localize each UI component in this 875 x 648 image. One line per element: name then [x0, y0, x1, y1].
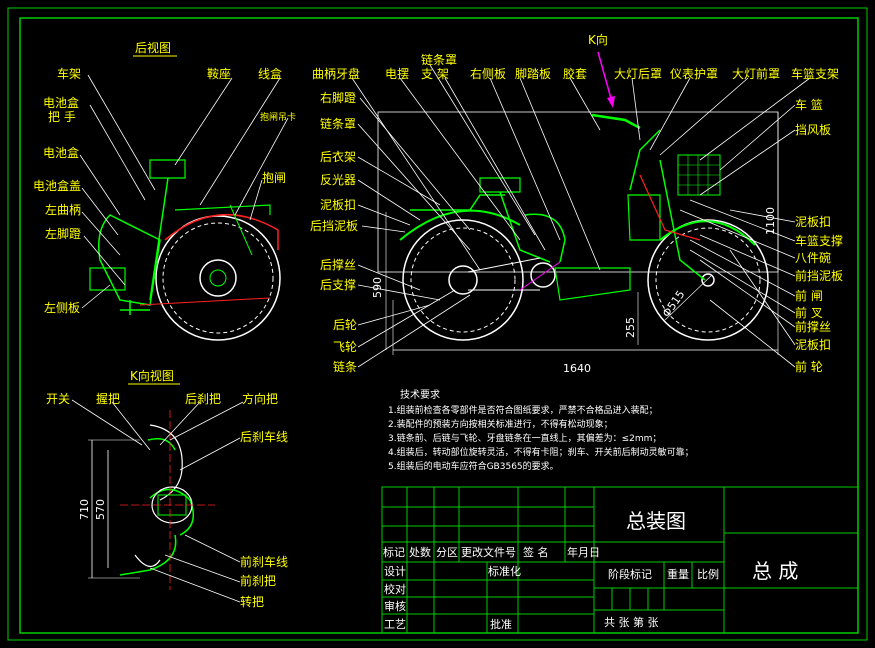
label-right-panel: 右侧板 — [470, 66, 506, 81]
note-line-2: 2.装配件的预装方向按相关标准进行，不得有松动现象； — [388, 418, 613, 430]
label-hug-brake: 抱闸 — [262, 170, 286, 185]
label-front-brake-lever: 前刹把 — [240, 573, 276, 588]
label-left-panel: 左侧板 — [44, 300, 80, 315]
label-rear-fender: 后挡泥板 — [310, 219, 358, 233]
note-line-3: 3.链条前、后链与飞轮、牙盘链条在一直线上，其偏差为：≤2mm； — [388, 432, 661, 444]
label-rear-wheel: 后轮 — [333, 318, 357, 332]
label-handlebar: 方向把 — [242, 391, 278, 406]
label-battery-box-2: 电池盒 — [43, 145, 79, 160]
rear-view: 后视图 车架 电池盒 把 手 — [33, 40, 296, 341]
label-front-wheel: 前 轮 — [795, 359, 823, 374]
label-left-crank: 左曲柄 — [45, 202, 81, 217]
dim-phi515: Φ515 — [660, 288, 688, 320]
dim-570: 570 — [94, 499, 107, 520]
label-frame: 车架 — [57, 66, 81, 81]
label-saddle: 鞍座 — [207, 66, 231, 81]
row-check: 校对 — [384, 582, 406, 596]
label-rubber-sleeve: 胶套 — [563, 66, 587, 81]
label-windshield: 挡风板 — [795, 123, 831, 137]
label-flywheel: 飞轮 — [333, 340, 357, 354]
drawing-name: 总装图 — [626, 509, 686, 533]
label-rear-support: 后支撑 — [320, 277, 356, 292]
label-rear-stay-wire: 后撑丝 — [320, 257, 356, 272]
label-fender-clip-right-1: 泥板扣 — [795, 215, 831, 229]
label-chain-cover-top: 链条罩 — [421, 52, 457, 67]
label-front-brake: 前 闸 — [795, 288, 823, 303]
dim-1640: 1640 — [563, 362, 591, 375]
stage-mark: 阶段标记 — [608, 567, 652, 581]
label-rear-rack: 后衣架 — [320, 149, 356, 164]
label-left-pedal: 左脚蹬 — [45, 226, 81, 241]
label-stand: 支 架 — [421, 67, 449, 81]
label-front-fork: 前 叉 — [795, 305, 823, 320]
side-view: K向 1640 590 — [310, 32, 843, 375]
label-battery-box-1: 电池盒 — [43, 95, 79, 110]
part-name: 总 成 — [752, 559, 798, 583]
label-rear-brake-lever: 后刹把 — [185, 392, 221, 406]
rear-view-title: 后视图 — [135, 40, 171, 55]
row-design: 设计 — [384, 565, 406, 578]
rear-wheel — [155, 215, 281, 341]
dim-590: 590 — [371, 277, 384, 298]
label-fender-clip-right-2: 泥板扣 — [795, 338, 831, 352]
label-fender-clip-left: 泥板扣 — [320, 198, 356, 212]
label-right-pedal: 右脚蹬 — [320, 90, 356, 105]
label-handle: 把 手 — [48, 110, 76, 124]
label-crank-chainwheel: 曲柄牙盘 — [312, 66, 360, 81]
label-basket-support: 车篮支撑 — [795, 233, 843, 248]
hdr-mark: 标记 — [383, 545, 405, 559]
label-battery-cover: 电池盒盖 — [33, 178, 81, 193]
dim-255: 255 — [624, 317, 637, 338]
scale: 比例 — [697, 567, 719, 581]
dim-710: 710 — [78, 499, 91, 520]
label-brake-clip: 抱闸吊卡 — [260, 111, 296, 123]
hdr-change-doc: 更改文件号 — [461, 545, 516, 559]
label-front-fender: 前挡泥板 — [795, 268, 843, 283]
k-view: K向视图 710 570 开关 握把 后刹把 方向把 后刹车线 — [46, 368, 288, 609]
notes-title: 技术要求 — [400, 388, 440, 401]
row-process: 工艺 — [384, 618, 406, 631]
side-front-wheel — [647, 219, 769, 341]
label-wire-box: 线盒 — [258, 66, 282, 81]
label-footboard: 脚踏板 — [515, 66, 551, 81]
label-chain-cover: 链条罩 — [320, 116, 356, 131]
title-block — [381, 486, 859, 634]
row-approve: 批准 — [490, 617, 512, 631]
hdr-signature: 签 名 — [523, 545, 549, 559]
row-review: 审核 — [384, 599, 406, 613]
k-view-title: K向视图 — [130, 368, 174, 383]
label-throttle: 转把 — [240, 594, 264, 609]
label-reflector: 反光器 — [320, 173, 356, 187]
note-line-1: 1.组装前检查各零部件是否符合图纸要求，严禁不合格品进入装配； — [388, 404, 658, 416]
label-grip: 握把 — [96, 391, 120, 406]
label-front-stay-wire: 前撑丝 — [795, 319, 831, 334]
label-motor: 电摆 — [385, 67, 409, 81]
hdr-date: 年月日 — [567, 545, 600, 559]
k-arrow-label: K向 — [588, 32, 608, 47]
sheets: 共 张 第 张 — [604, 615, 659, 629]
row-standardization: 标准化 — [488, 564, 521, 578]
label-rear-brake-cable: 后刹车线 — [240, 429, 288, 444]
label-meter-cover: 仪表护罩 — [670, 67, 718, 81]
hdr-zone: 分区 — [436, 546, 458, 559]
weight: 重量 — [667, 567, 689, 581]
label-front-brake-cable: 前刹车线 — [240, 554, 288, 569]
label-basket: 车 篮 — [795, 97, 823, 112]
note-line-5: 5.组装后的电动车应符合GB3565的要求。 — [388, 460, 559, 472]
label-headlight-rear-cover: 大灯后罩 — [614, 67, 662, 81]
label-switch: 开关 — [46, 392, 70, 406]
technical-notes: 技术要求 1.组装前检查各零部件是否符合图纸要求，严禁不合格品进入装配； 2.装… — [388, 388, 694, 472]
side-rear-wheel — [402, 219, 524, 341]
dim-1100: 1100 — [764, 207, 777, 235]
outer-frame — [7, 7, 868, 641]
hdr-count: 处数 — [409, 546, 431, 559]
note-line-4: 4.组装后，转动部位旋转灵活，不得有卡阻；刹车、开关前后制动灵敏可靠； — [388, 446, 694, 458]
label-chain: 链条 — [333, 359, 357, 374]
label-headlight-front-cover: 大灯前罩 — [732, 66, 780, 81]
label-headset: 八件碗 — [795, 250, 831, 265]
label-basket-bracket: 车篮支架 — [791, 66, 839, 81]
